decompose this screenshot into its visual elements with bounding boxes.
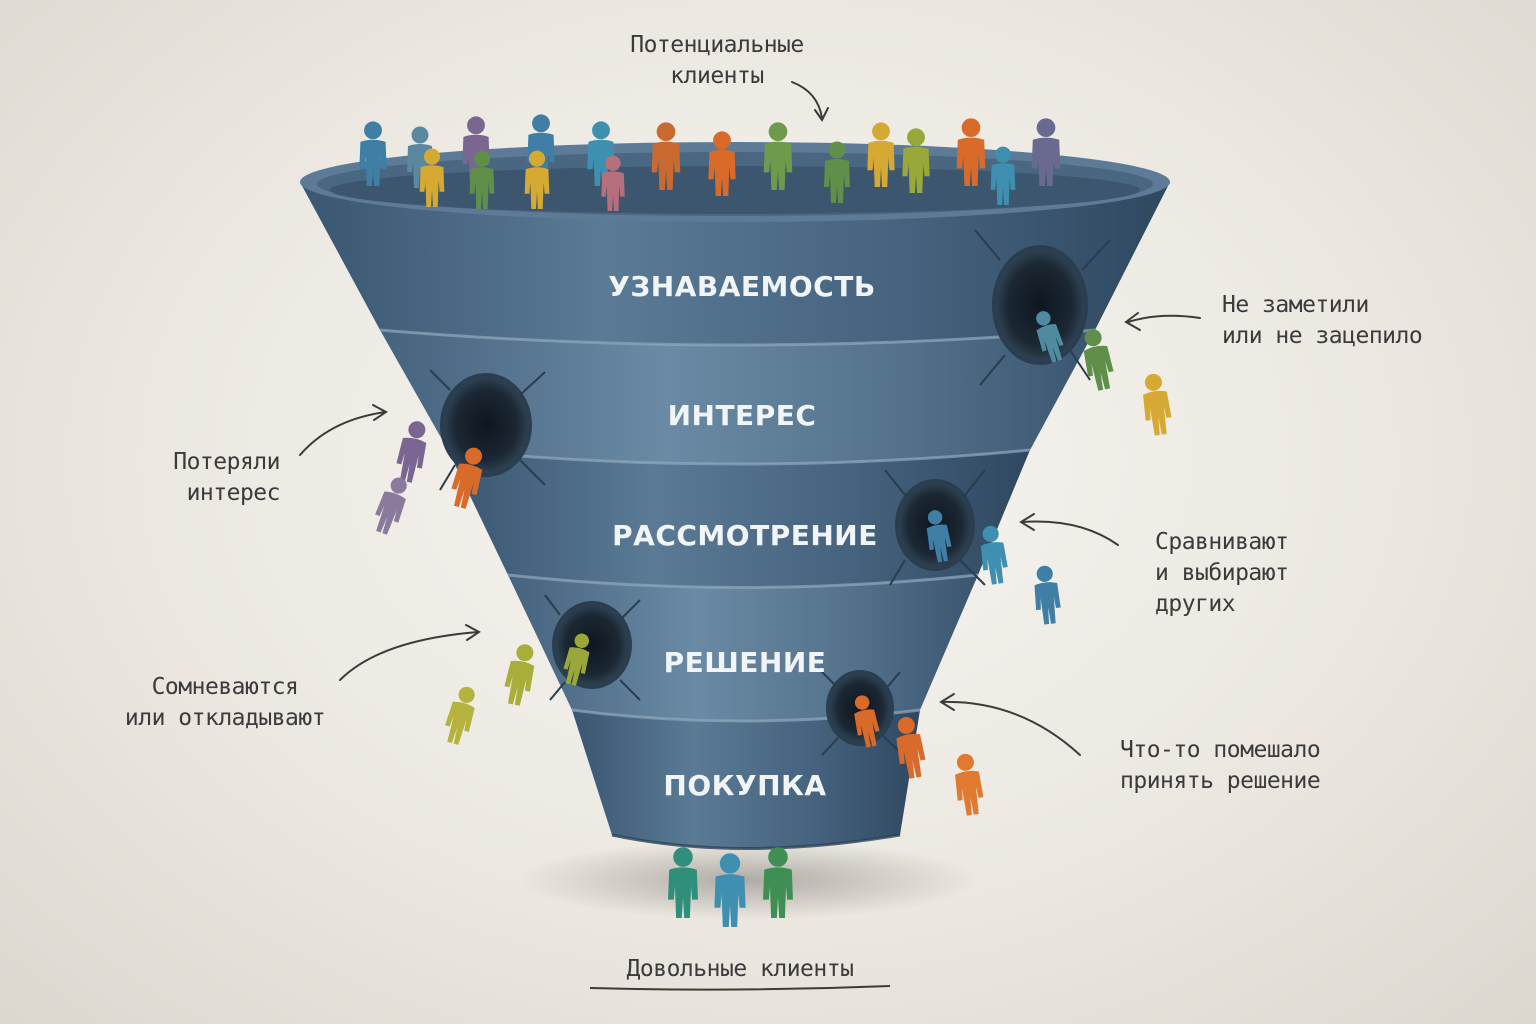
arrow-consideration (1021, 520, 1119, 546)
arrow-purchase (941, 700, 1081, 756)
annotation-purchase-loss: Что-то помешало принять решение (1120, 737, 1321, 794)
arrow-top (791, 81, 823, 119)
stage-label-awareness: УЗНАВАЕМОСТЬ (608, 270, 875, 303)
annotation-awareness-loss: Не заметили или не зацепило (1222, 292, 1423, 349)
annotation-consideration-loss: Сравнивают и выбирают других (1155, 529, 1289, 617)
annotation-arrows (299, 81, 1201, 756)
hole-consideration (884, 469, 986, 586)
stage-band-consideration (448, 450, 1030, 588)
stage-label-consideration: РАССМОТРЕНИЕ (612, 519, 878, 552)
arrow-awareness (1127, 314, 1201, 323)
annotation-interest-loss: Потеряли интерес (173, 449, 280, 506)
stage-label-decision: РЕШЕНИЕ (664, 646, 827, 679)
bottom-label-underline (589, 985, 891, 991)
top-label: Потенциальные клиенты (630, 32, 804, 89)
hole-interest (429, 369, 546, 491)
stage-band-awareness (300, 182, 1170, 345)
hole-awareness (974, 229, 1111, 386)
arrow-interest (299, 411, 386, 456)
bottom-label: Довольные клиенты (626, 956, 854, 982)
annotation-decision-loss: Сомневаются или откладывают (124, 674, 326, 731)
stage-label-interest: ИНТЕРЕС (668, 399, 817, 432)
stage-band-interest (380, 330, 1095, 464)
stage-label-purchase: ПОКУПКА (663, 769, 826, 802)
arrow-decision (339, 631, 479, 681)
ground-shadow (518, 840, 978, 920)
